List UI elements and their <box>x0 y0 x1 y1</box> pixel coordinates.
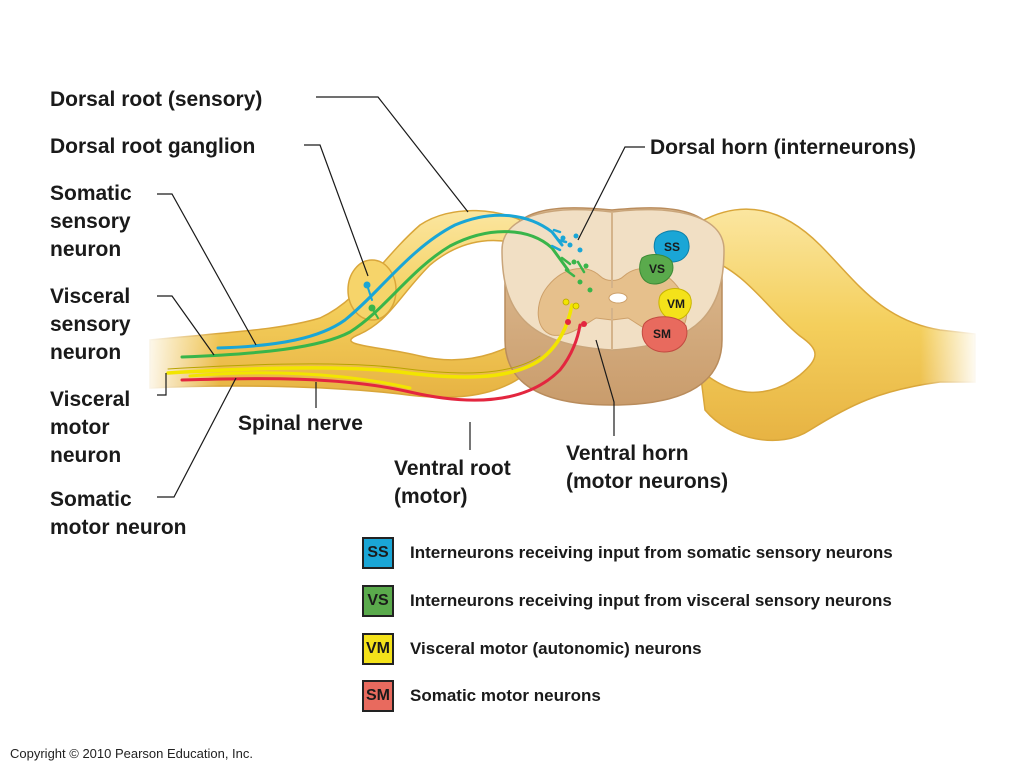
right-nerve-shape <box>699 208 976 442</box>
leader-visceral-motor <box>157 373 167 396</box>
label-somatic-motor-neuron: Somatic motor neuron <box>50 488 187 539</box>
legend-item-vs: VS Interneurons receiving input from vis… <box>362 584 892 618</box>
legend-text-sm: Somatic motor neurons <box>410 686 601 705</box>
leader-visceral-sensory <box>157 295 215 356</box>
zone-sm-label: SM <box>653 327 671 341</box>
leader-somatic-motor <box>157 377 237 498</box>
label-visceral-motor-neuron: Visceral motor neuron <box>50 388 131 467</box>
leader-dorsal-horn <box>577 146 645 241</box>
zone-vm: VM <box>658 288 692 321</box>
legend-swatch-ss: SS <box>362 537 394 569</box>
legend-swatch-sm: SM <box>362 680 394 712</box>
label-spinal-nerve: Spinal nerve <box>238 412 363 435</box>
leader-dorsal-root <box>316 96 469 213</box>
legend-swatch-vs: VS <box>362 585 394 617</box>
zone-vs-label: VS <box>649 262 665 276</box>
legend-text-ss: Interneurons receiving input from somati… <box>410 543 893 562</box>
label-ventral-root: Ventral root (motor) <box>394 457 511 508</box>
zone-vs: VS <box>639 254 674 285</box>
leader-dorsal-root-ganglion <box>304 144 369 277</box>
right-spinal-nerve <box>699 208 980 442</box>
label-ventral-horn: Ventral horn (motor neurons) <box>566 442 729 493</box>
legend-swatch-vm: VM <box>362 633 394 665</box>
legend-item-ss: SS Interneurons receiving input from som… <box>362 536 893 570</box>
copyright: Copyright © 2010 Pearson Education, Inc. <box>10 746 254 761</box>
central-canal <box>608 292 628 304</box>
leader-ventral-horn <box>595 339 615 436</box>
neuron-fibers <box>166 213 582 402</box>
zone-ss: SS <box>653 230 690 263</box>
zone-ss-label: SS <box>664 240 680 254</box>
somatic-motor-fiber <box>180 323 582 402</box>
label-dorsal-root: Dorsal root (sensory) <box>50 88 263 111</box>
label-dorsal-horn: Dorsal horn (interneurons) <box>650 136 917 159</box>
label-somatic-sensory-neuron: Somatic sensory neuron <box>50 182 132 261</box>
zone-sm: SM <box>641 316 688 353</box>
visceral-motor-fiber-edge <box>167 355 541 374</box>
leader-lines <box>157 96 645 498</box>
legend-item-sm: SM Somatic motor neurons <box>362 679 601 713</box>
visceral-motor-fiber-2 <box>188 371 412 390</box>
leader-somatic-sensory <box>157 193 257 346</box>
left-nerve-fade <box>140 320 220 400</box>
legend-item-vm: VM Visceral motor (autonomic) neurons <box>362 632 702 666</box>
somatic-sensory-fiber <box>216 213 564 350</box>
dorsal-horn-terminals <box>550 228 593 327</box>
legend-text-vm: Visceral motor (autonomic) neurons <box>410 639 702 658</box>
zone-vm-label: VM <box>667 297 685 311</box>
label-visceral-sensory-neuron: Visceral sensory neuron <box>50 285 131 364</box>
visceral-sensory-fiber <box>180 230 570 359</box>
visceral-motor-fiber <box>166 303 574 379</box>
label-dorsal-root-ganglion: Dorsal root ganglion <box>50 135 256 158</box>
legend-text-vs: Interneurons receiving input from viscer… <box>410 591 892 610</box>
right-nerve-fade <box>920 320 980 390</box>
